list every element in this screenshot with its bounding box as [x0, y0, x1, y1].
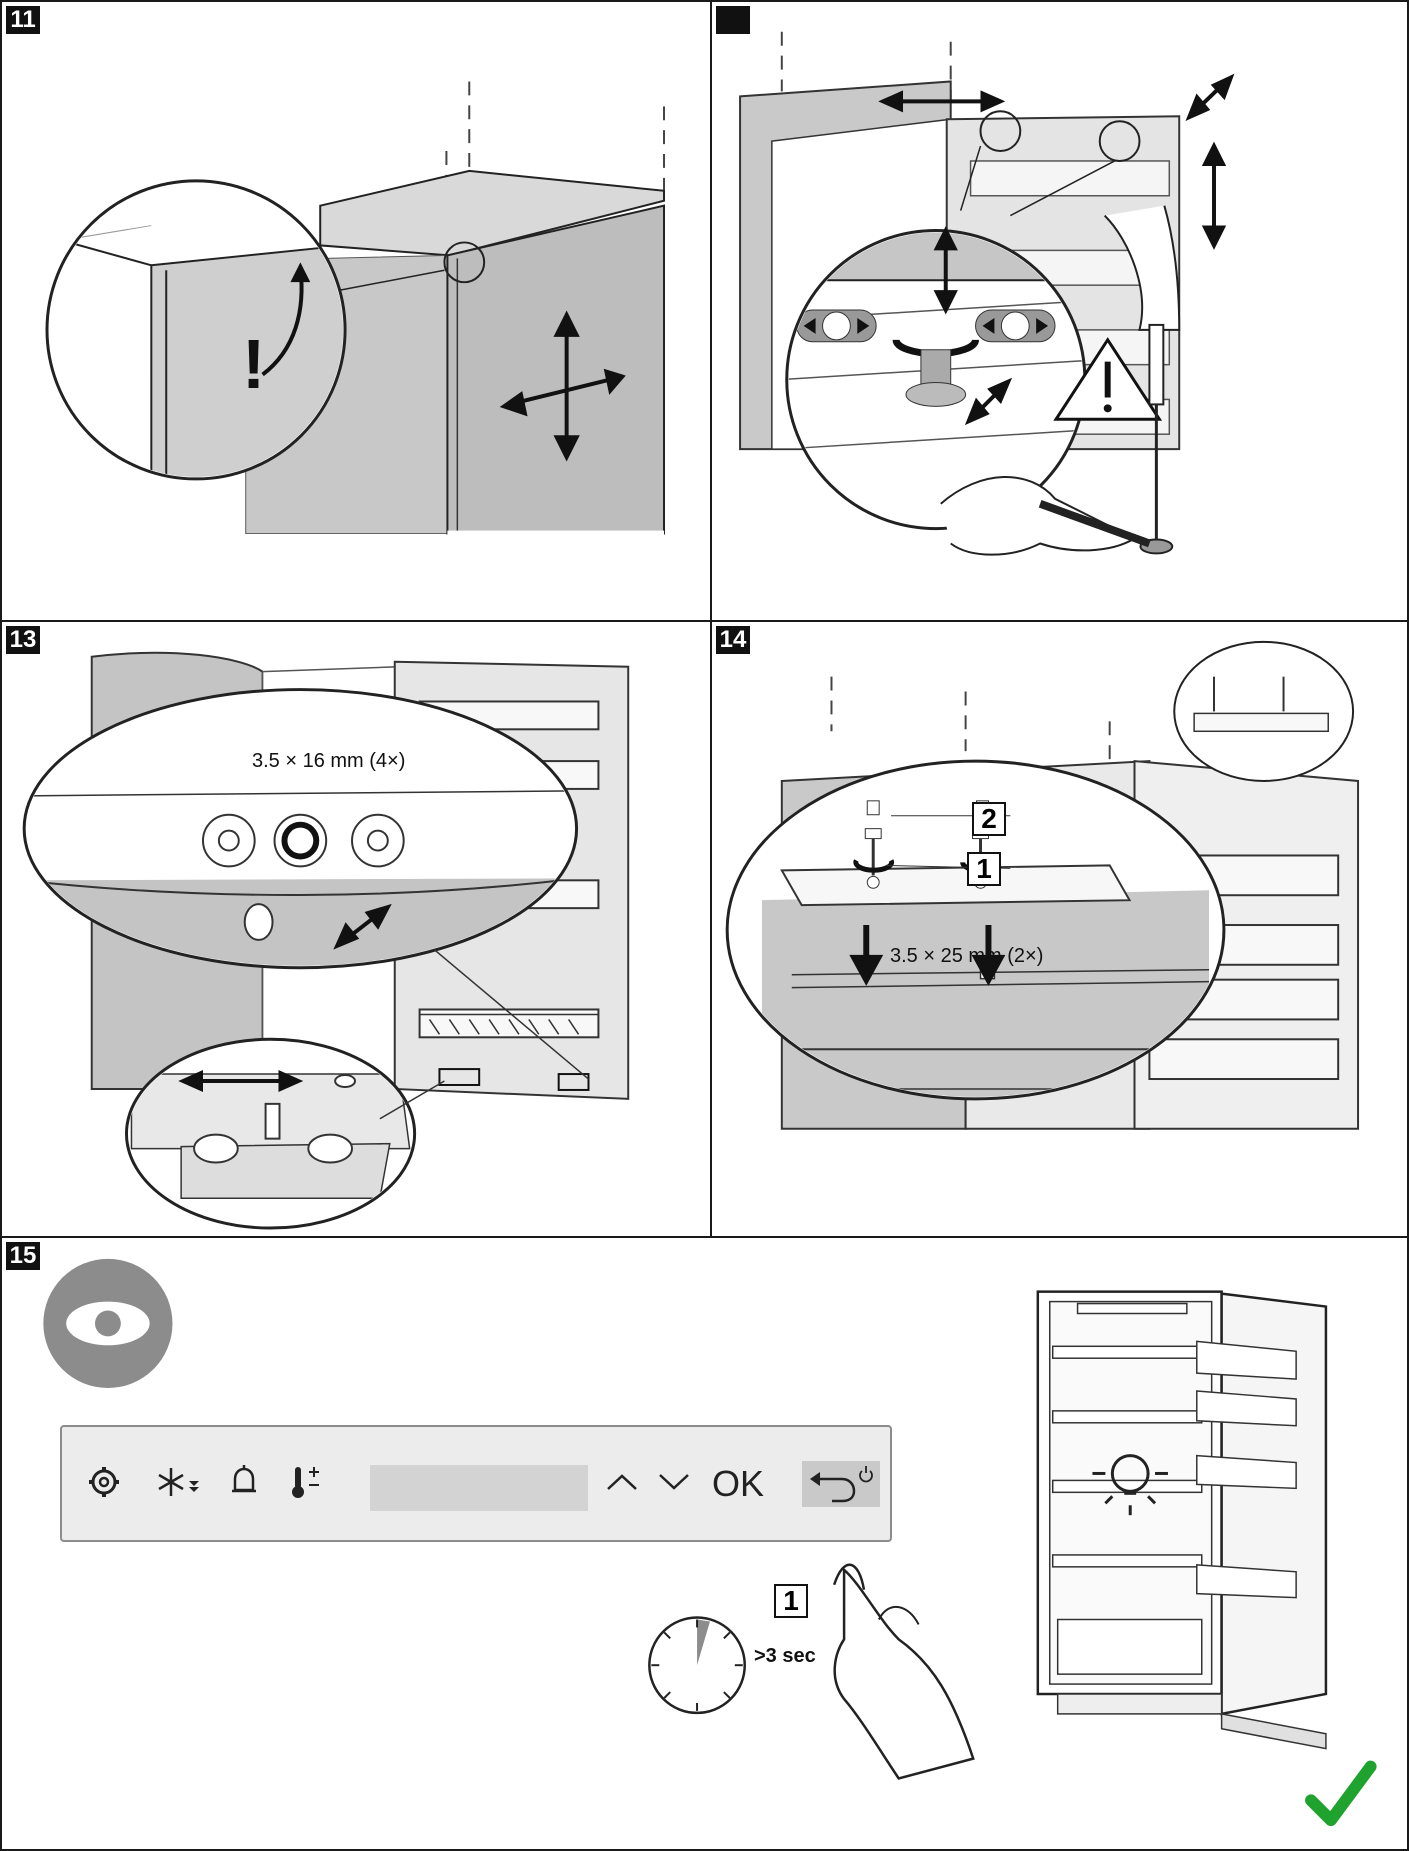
step-label-2: 2	[972, 802, 1006, 836]
up-arrow-icon[interactable]	[602, 1457, 642, 1507]
fridge-illustration	[1036, 1290, 1328, 1750]
screw-size-label: 3.5 × 25 mm (2×)	[890, 945, 1044, 967]
step-label-1: 1	[774, 1584, 808, 1618]
step-number: 14	[716, 626, 750, 654]
screw-size-label: 3.5 × 16 mm (4×)	[252, 750, 406, 772]
light-bulb-icon	[1092, 1454, 1168, 1516]
step-13-illustration	[22, 651, 630, 1230]
check-icon	[1305, 1760, 1377, 1827]
step-number	[716, 6, 750, 34]
ok-button[interactable]: OK	[712, 1463, 765, 1504]
step-number: 11	[6, 6, 40, 34]
back-power-icon	[810, 1466, 873, 1503]
step-11-illustration	[45, 81, 665, 535]
display-area	[370, 1465, 588, 1511]
warning-mark: !	[242, 325, 266, 403]
back-power-button[interactable]	[802, 1461, 880, 1507]
move-arrows	[499, 310, 626, 462]
step-11-panel: 11	[0, 0, 712, 622]
step-14-illustration	[725, 640, 1360, 1130]
down-arrow-icon[interactable]	[654, 1457, 694, 1507]
gear-icon[interactable]	[82, 1457, 126, 1507]
control-panel: OK	[60, 1425, 892, 1542]
step-12-illustration	[739, 31, 1235, 556]
step-13-panel: 13	[0, 620, 712, 1238]
thermometer-plus-minus-icon[interactable]	[280, 1457, 336, 1507]
step-15-panel: 15	[0, 1236, 1409, 1851]
snowflake-down-icon[interactable]	[148, 1457, 208, 1507]
step-number: 15	[6, 1242, 40, 1270]
bell-icon[interactable]	[222, 1457, 266, 1507]
step-12-panel	[710, 0, 1409, 622]
step-number: 13	[6, 626, 40, 654]
hold-duration-label: >3 sec	[754, 1645, 816, 1667]
step-15-illustration	[43, 1258, 1377, 1827]
step-14-panel: 14	[710, 620, 1409, 1238]
step-label-1: 1	[967, 852, 1001, 886]
